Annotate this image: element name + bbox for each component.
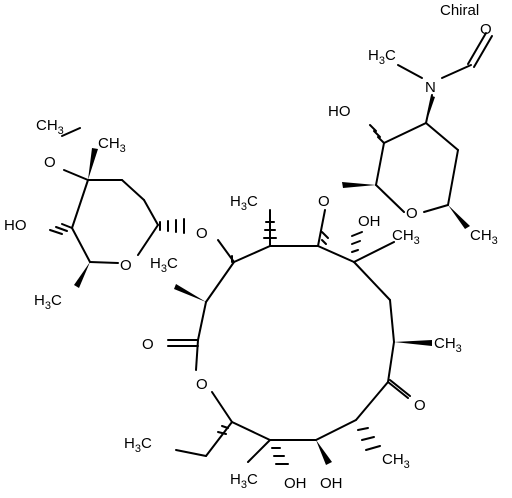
atom-h3c-lower: H3C [230,471,258,491]
hash-bond [351,249,359,253]
atom-oh-macro: OH [358,213,381,230]
bond [389,299,395,343]
atom-o-ring-sugar: O [406,205,418,222]
wedge-bond [448,205,470,229]
bond [175,449,207,457]
hash-bond [351,231,363,237]
bond [137,224,159,256]
wedge-bond [174,284,206,302]
atom-o-glyco-left: O [196,225,208,242]
hash-bond [373,130,381,138]
bond [387,341,395,383]
bond [423,204,449,213]
bond [447,149,459,206]
atom-h3c-ch3-a: H3C [150,255,178,275]
bond [473,35,493,68]
hash-bond [365,445,381,451]
hash-bond [357,427,369,431]
bond [375,184,405,213]
atom-ch3-macro-r2: CH3 [434,335,462,355]
stereo-hashes [49,124,385,465]
wedge-bond [88,148,98,180]
wedge-bond [316,440,332,465]
bond [425,122,459,151]
atom-ch3-lower-r: CH3 [382,451,410,471]
atom-o-ring-clad: O [120,257,132,274]
bond [375,142,385,186]
bond [353,241,395,263]
atom-h3c-ethyl: H3C [124,435,152,455]
bond [397,64,423,79]
bond [355,381,389,421]
atom-h3c-top: H3C [230,193,258,213]
hash-bond [49,229,63,235]
bond [231,421,271,441]
atom-ch3-macro-r1: CH3 [392,227,420,247]
atom-o-methoxy: O [44,154,56,171]
bond [89,261,119,264]
bond [441,64,472,79]
bond [247,439,271,463]
bond [389,379,411,397]
bond [71,179,89,229]
hash-bond [351,240,361,245]
bond [353,261,391,301]
bond [121,179,145,201]
hash-bond [369,124,377,132]
hash-bond [217,431,227,435]
atom-oh-lower-1: OH [284,475,307,492]
atom-c-methyl-clad: CH3 [98,135,126,155]
bond [383,122,427,144]
atom-o-lactone-co: O [142,336,154,353]
atom-methoxy-ch3: CH3 [36,117,64,137]
atom-ho-left: HO [4,217,27,234]
bond [317,209,326,247]
bond [425,94,433,124]
wedge-bond [342,182,376,188]
bond [71,227,91,263]
atom-n-methyl: H3C [368,47,396,67]
bond [467,32,487,65]
bond [61,127,81,137]
bond [211,391,233,423]
hash-bond [321,231,329,239]
bond [387,381,409,399]
atom-h3c-clad: H3C [34,292,62,312]
bonds [61,32,493,463]
atom-o-ketone: O [414,397,426,414]
stereo-wedges [74,96,470,465]
atom-formyl-o: O [480,21,492,38]
chiral-label: Chiral [440,2,479,19]
bond [317,245,355,263]
bond [197,301,207,341]
bond [195,339,199,371]
wedge-bond [426,96,435,123]
atom-ho-upper: HO [328,103,351,120]
atom-o-lactone: O [196,376,208,393]
wedge-bond [394,340,432,346]
bond [205,261,235,303]
atom-oh-lower-2: OH [320,475,343,492]
hash-bond [61,223,73,229]
atom-amide-n: N [425,79,436,96]
atom-o-glyco-right: O [318,193,330,210]
bond [63,169,89,181]
atom-ch3-sugar: CH3 [470,227,498,247]
bond [315,419,357,441]
bond [143,199,159,226]
hash-bond [55,226,68,232]
hash-bond [321,239,327,245]
hash-bond [377,136,385,144]
hash-bond [361,436,375,441]
bond [233,245,271,263]
wedge-bond [74,262,90,288]
atom-labels: Chiral O H3C N HO O CH3 CH3 HO O H3C O H… [4,2,498,492]
hash-bond [221,425,229,429]
